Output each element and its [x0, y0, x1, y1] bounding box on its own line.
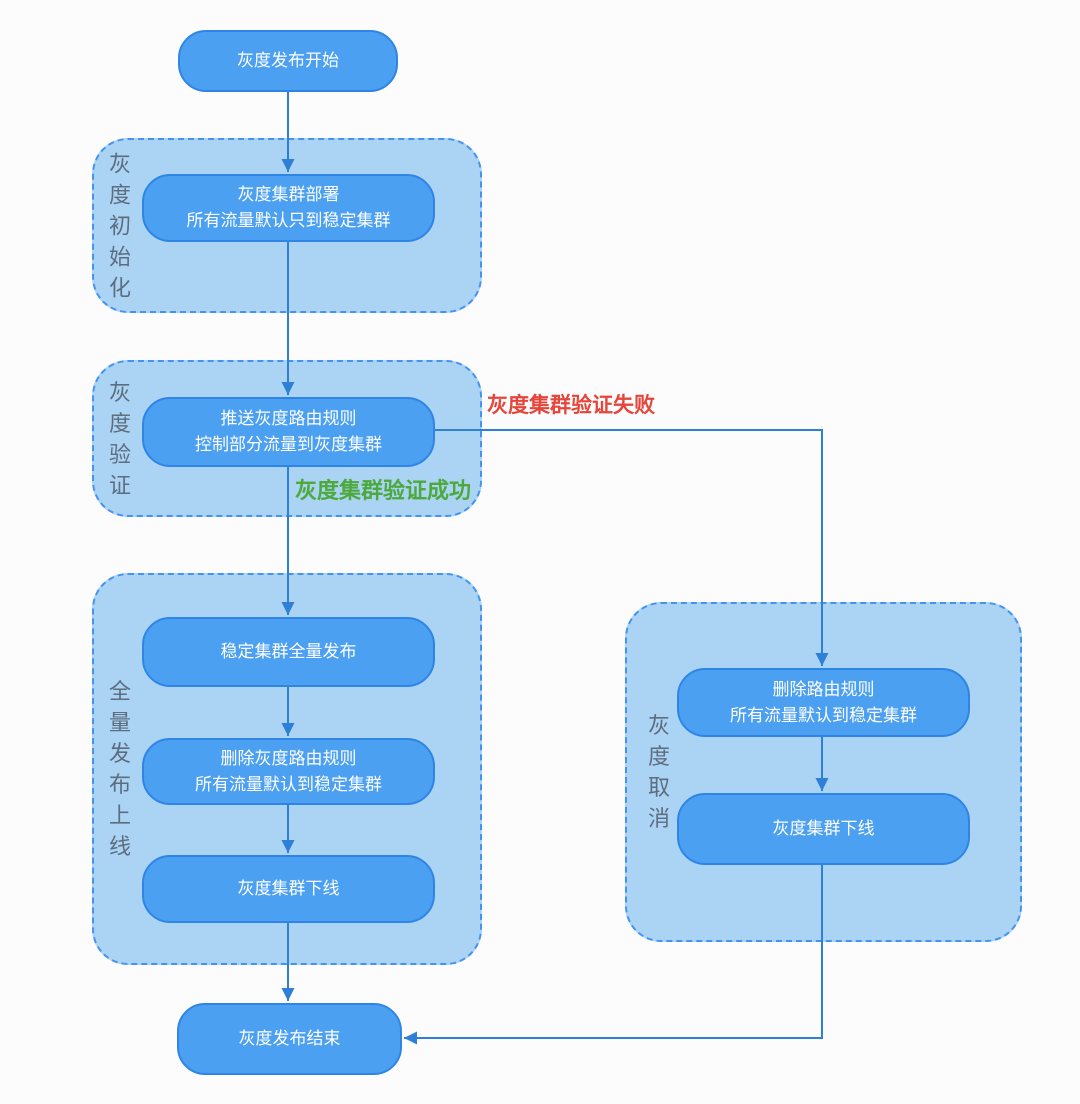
node-gray-cluster-deploy: 灰度集群部署 所有流量默认只到稳定集群 — [142, 174, 435, 242]
node-end-label: 灰度发布结束 — [238, 1029, 341, 1048]
node-gray-cluster-offline-right: 灰度集群下线 — [677, 793, 970, 865]
node-gray-cluster-offline-right-label: 灰度集群下线 — [772, 819, 875, 838]
node-push-gray-route-rules-label: 推送灰度路由规则 控制部分流量到灰度集群 — [195, 409, 382, 454]
edge-verify-fail-to-delete-rules — [433, 429, 829, 666]
group-label-full-release: 全量发布上线 — [108, 679, 131, 859]
node-gray-cluster-offline-left: 灰度集群下线 — [142, 855, 435, 923]
node-delete-route-rules: 删除路由规则 所有流量默认到稳定集群 — [677, 668, 970, 737]
node-stable-cluster-full-release: 稳定集群全量发布 — [142, 617, 435, 687]
node-start-label: 灰度发布开始 — [237, 51, 339, 70]
node-gray-cluster-offline-left-label: 灰度集群下线 — [237, 879, 340, 898]
node-push-gray-route-rules: 推送灰度路由规则 控制部分流量到灰度集群 — [142, 397, 435, 467]
node-end: 灰度发布结束 — [177, 1003, 402, 1075]
node-gray-cluster-deploy-label: 灰度集群部署 所有流量默认只到稳定集群 — [186, 185, 391, 230]
node-delete-route-rules-label: 删除路由规则 所有流量默认到稳定集群 — [730, 679, 917, 725]
group-label-gray-verify: 灰度验证 — [108, 379, 131, 498]
edge-label-verify-success: 灰度集群验证成功 — [295, 478, 472, 503]
group-label-gray-init: 灰度初始化 — [108, 151, 131, 300]
edge-gray-offline-right-to-end — [404, 865, 823, 1045]
group-label-gray-cancel: 灰度取消 — [647, 713, 670, 831]
node-stable-cluster-full-release-label: 稳定集群全量发布 — [220, 642, 357, 661]
edge-label-verify-fail: 灰度集群验证失败 — [487, 394, 655, 417]
node-delete-gray-route-rules-label: 删除灰度路由规则 所有流量默认到稳定集群 — [195, 748, 382, 794]
node-delete-gray-route-rules: 删除灰度路由规则 所有流量默认到稳定集群 — [142, 738, 435, 805]
node-start: 灰度发布开始 — [178, 30, 398, 92]
